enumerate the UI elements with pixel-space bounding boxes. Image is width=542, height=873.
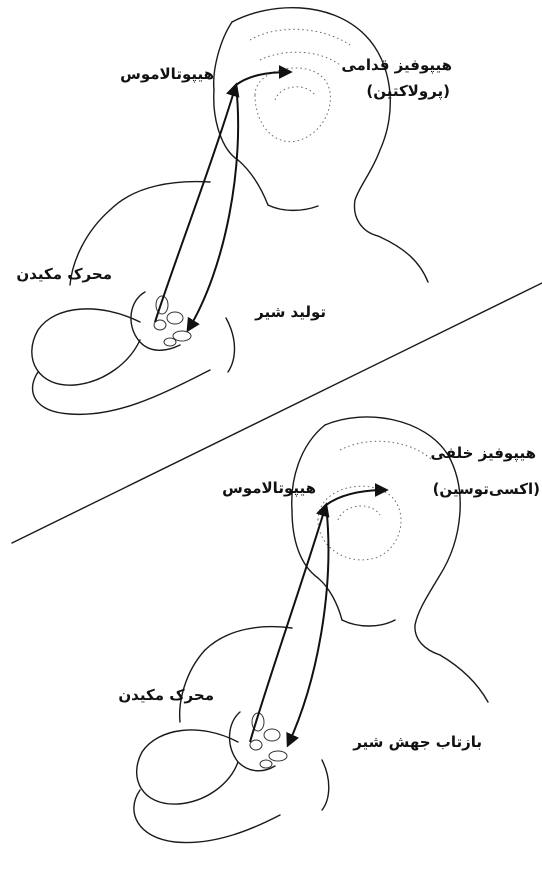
top-arrow-to-hypothalamus <box>155 85 236 322</box>
bottom-brain-outline <box>318 486 401 560</box>
bottom-arrow-to-hypothalamus <box>250 505 326 742</box>
bottom-arrow-to-breast <box>288 505 328 745</box>
top-mother-head <box>232 8 390 236</box>
bottom-pituitary-label: هیپوفیز خلفی <box>431 444 536 462</box>
top-hormone-label: (پرولاکتین) <box>366 82 450 100</box>
bottom-mother-shoulder <box>205 627 292 650</box>
top-baby-body <box>33 370 210 414</box>
bottom-stimulus-label: محرک مکیدن <box>118 686 214 704</box>
top-pituitary-label: هیپوفیز قدامی <box>341 56 452 74</box>
top-baby-head <box>32 309 140 385</box>
top-mother-chin <box>268 205 318 210</box>
bottom-hypothalamus-label: هیپوتالاموس <box>222 479 316 497</box>
bottom-hormone-label: (اکسی‌توسین) <box>433 480 540 498</box>
bottom-baby-head <box>137 730 238 804</box>
top-hypothalamus-label: هیپوتالاموس <box>120 65 214 83</box>
panel-divider-line <box>12 283 542 543</box>
top-response-label: تولید شیر <box>255 303 326 321</box>
bottom-baby-body <box>134 790 280 843</box>
bottom-response-label: بازتاب جهش شیر <box>353 733 482 751</box>
top-stimulus-label: محرک مکیدن <box>16 265 112 283</box>
top-milk-glands <box>154 296 191 346</box>
top-brain-outline <box>255 68 330 142</box>
bottom-arrow-hypothalamus-to-pituitary <box>326 490 386 505</box>
bottom-mother-chin <box>342 620 395 626</box>
